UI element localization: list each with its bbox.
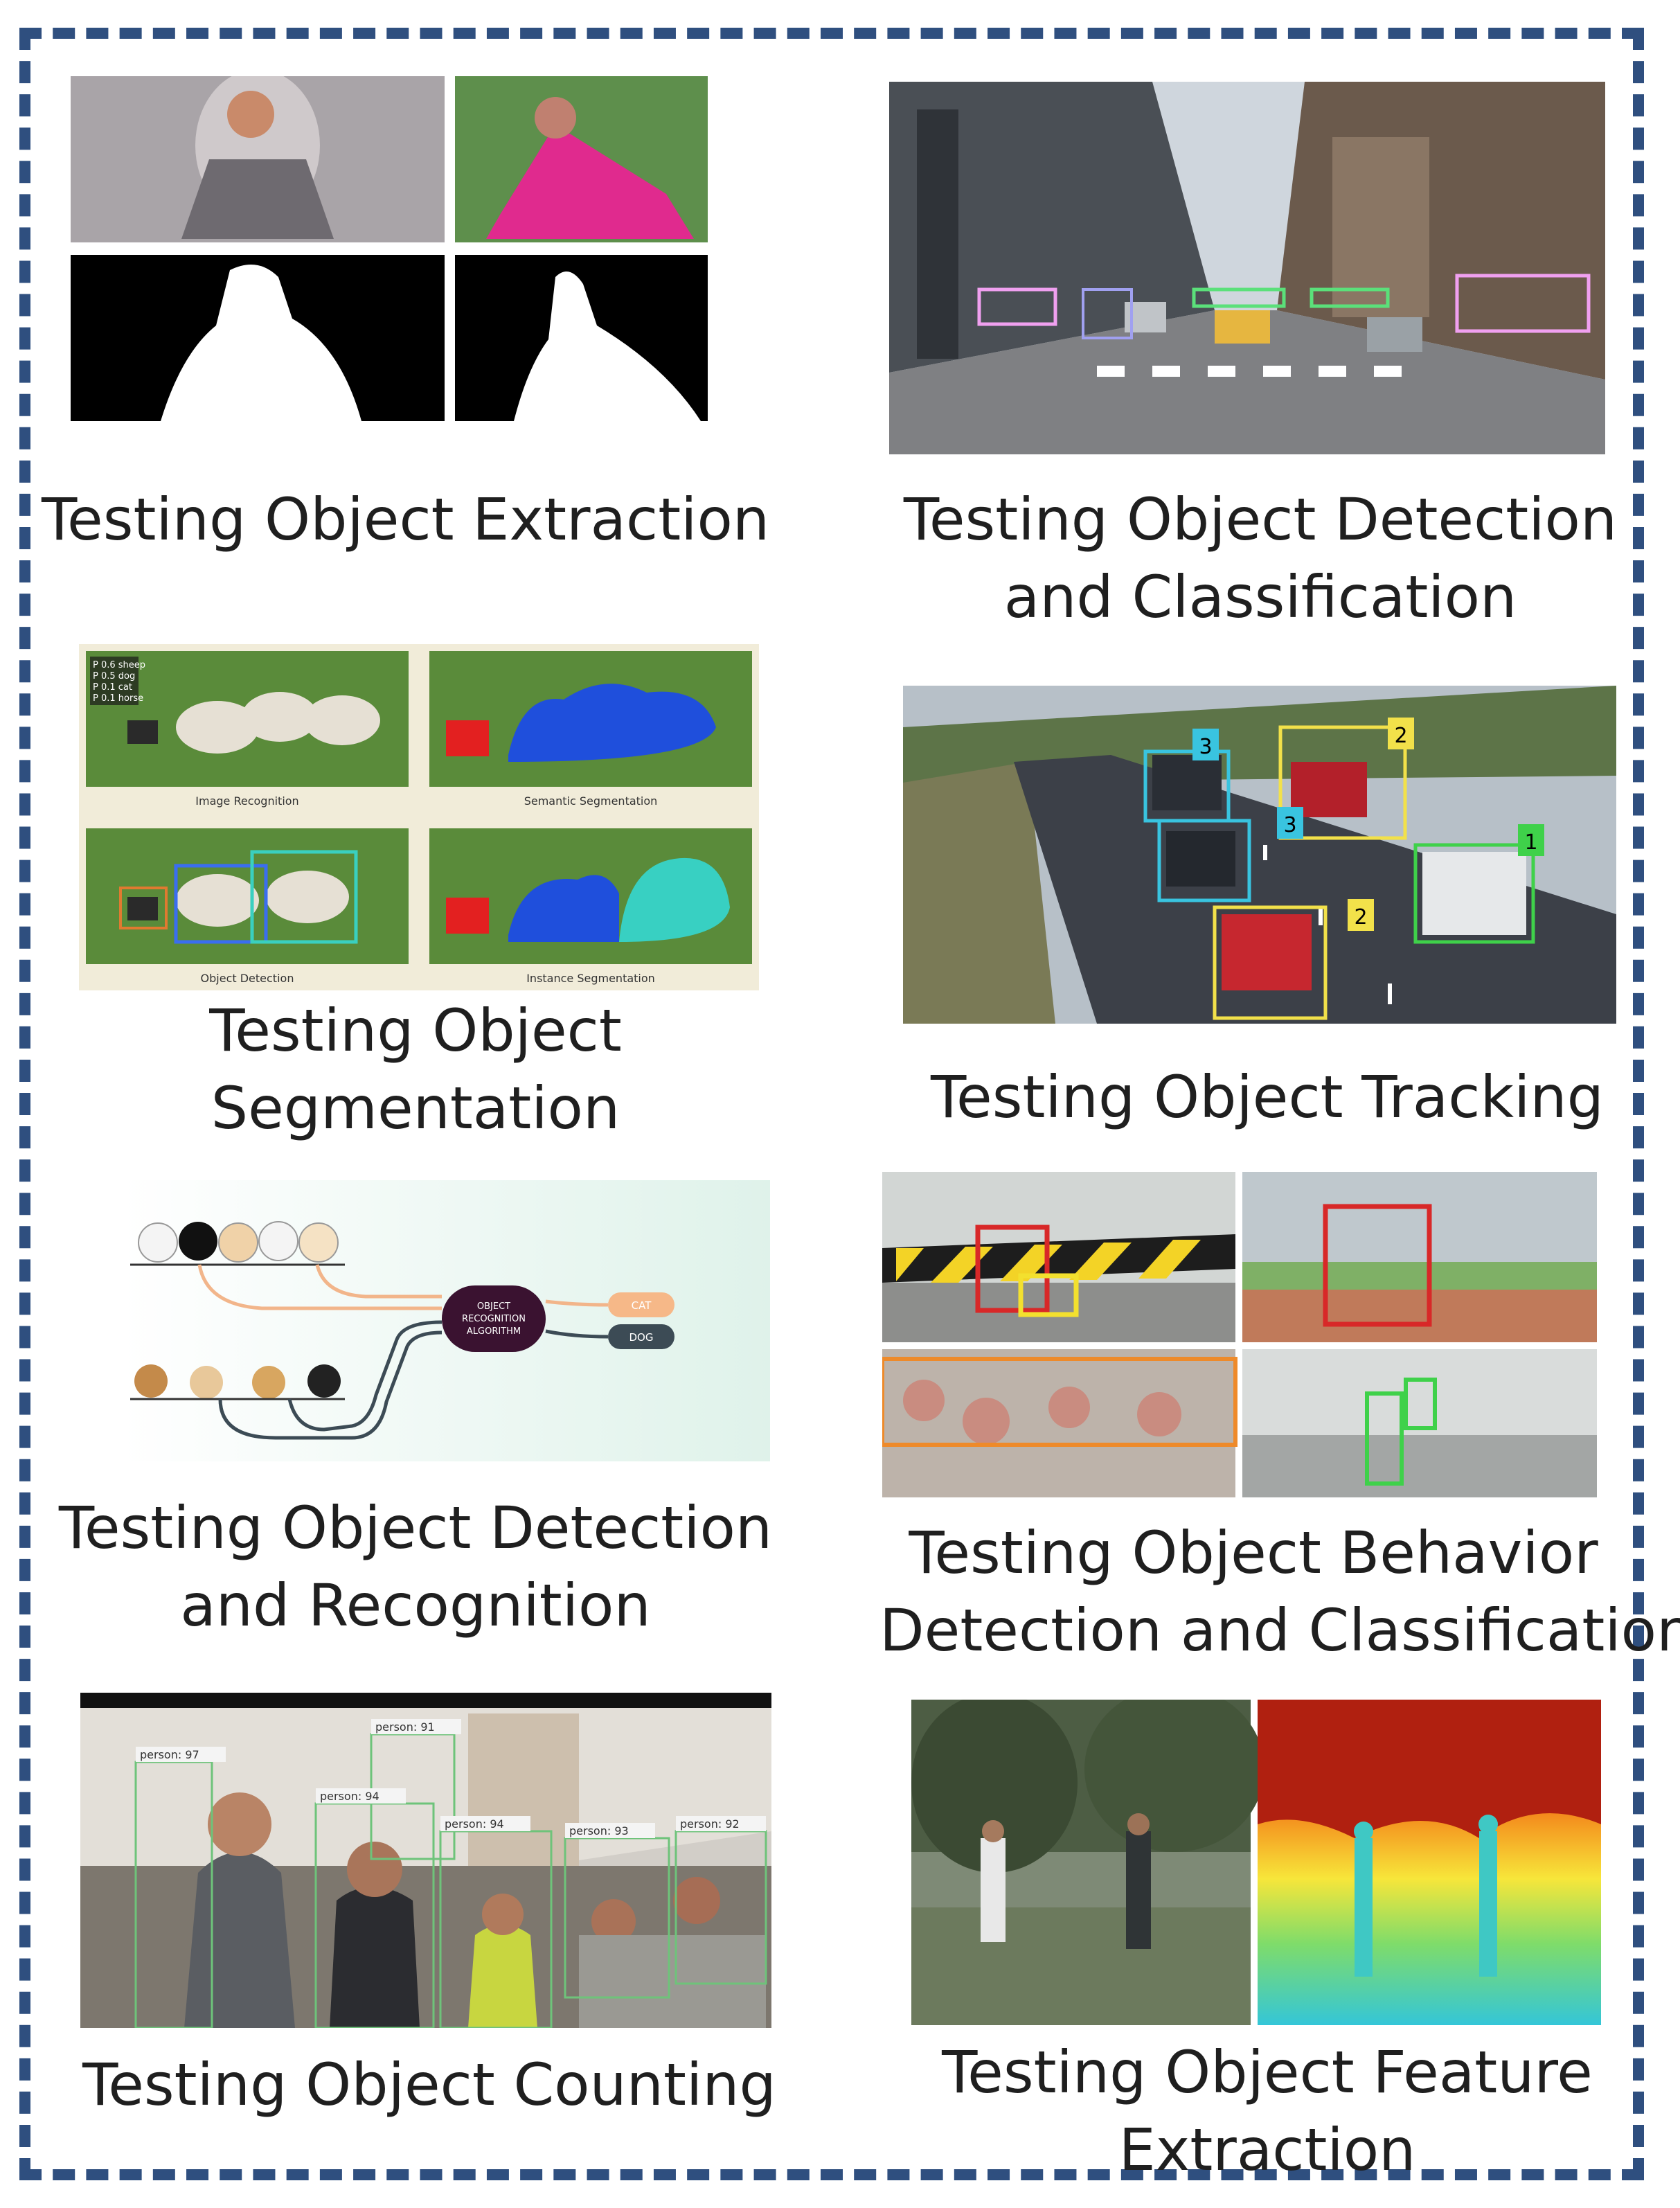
algo-label-1: OBJECT bbox=[477, 1301, 510, 1312]
count-box-4: person: 94 bbox=[445, 1817, 504, 1831]
track-id-1: 3 bbox=[1199, 735, 1212, 759]
track-id-5: 2 bbox=[1354, 905, 1367, 929]
caption-behavior-line2: Detection and Classification bbox=[879, 1596, 1680, 1664]
seg-legend-1: P 0.6 sheep bbox=[93, 660, 145, 670]
seg-label-semantic: Semantic Segmentation bbox=[524, 794, 658, 808]
recognition-image: OBJECT RECOGNITION ALGORITHM CAT DOG bbox=[123, 1180, 770, 1461]
caption-feature: Testing Object Feature Extraction bbox=[900, 2033, 1634, 2189]
count-box-5: person: 93 bbox=[569, 1824, 629, 1837]
extraction-image bbox=[71, 76, 708, 421]
caption-behavior: Testing Object Behavior Detection and Cl… bbox=[879, 1514, 1680, 1669]
behavior-image bbox=[882, 1172, 1597, 1497]
counting-image: person: 97 person: 91 person: 94 person:… bbox=[80, 1693, 771, 2028]
segmentation-image: P 0.6 sheep P 0.5 dog P 0.1 cat P 0.1 ho… bbox=[79, 644, 759, 990]
caption-extraction-text: Testing Object Extraction bbox=[42, 486, 770, 553]
seg-legend-4: P 0.1 horse bbox=[93, 693, 143, 704]
caption-detection-recognition: Testing Object Detection and Recognition bbox=[48, 1489, 783, 1644]
caption-extraction: Testing Object Extraction bbox=[42, 481, 769, 558]
caption-feature-line1: Testing Object Feature bbox=[942, 2038, 1593, 2106]
caption-feature-line2: Extraction bbox=[1118, 2116, 1416, 2184]
caption-counting-text: Testing Object Counting bbox=[82, 2051, 776, 2119]
seg-label-recognition: Image Recognition bbox=[195, 794, 298, 808]
caption-segmentation-line2: Segmentation bbox=[211, 1074, 620, 1142]
seg-label-detection: Object Detection bbox=[201, 972, 294, 985]
track-id-3: 3 bbox=[1283, 813, 1296, 837]
track-id-2: 2 bbox=[1394, 724, 1407, 748]
seg-legend-2: P 0.5 dog bbox=[93, 671, 135, 682]
caption-behavior-line1: Testing Object Behavior bbox=[909, 1519, 1598, 1587]
tracking-image: 3 2 3 1 2 bbox=[903, 686, 1616, 1024]
caption-detection-classification: Testing Object Detection and Classificat… bbox=[893, 481, 1627, 636]
count-box-3: person: 94 bbox=[320, 1790, 379, 1803]
detection-classification-image bbox=[889, 82, 1605, 454]
caption-segmentation: Testing Object Segmentation bbox=[48, 992, 783, 1147]
caption-tracking-text: Testing Object Tracking bbox=[931, 1063, 1604, 1131]
caption-segmentation-line1: Testing Object bbox=[209, 997, 622, 1065]
output-dog: DOG bbox=[629, 1331, 654, 1344]
seg-legend-3: P 0.1 cat bbox=[93, 682, 132, 693]
count-box-2: person: 91 bbox=[375, 1720, 435, 1734]
caption-tracking: Testing Object Tracking bbox=[900, 1058, 1634, 1136]
count-box-1: person: 97 bbox=[140, 1748, 199, 1761]
caption-counting: Testing Object Counting bbox=[62, 2046, 796, 2124]
caption-detection-recognition-line2: and Recognition bbox=[180, 1572, 651, 1639]
algo-label-3: ALGORITHM bbox=[467, 1326, 521, 1337]
dashed-border-frame bbox=[19, 28, 1644, 2180]
caption-detection-recognition-line1: Testing Object Detection bbox=[58, 1494, 773, 1562]
seg-label-instance: Instance Segmentation bbox=[526, 972, 655, 985]
count-box-6: person: 92 bbox=[680, 1817, 740, 1831]
caption-detection-classification-line1: Testing Object Detection bbox=[903, 486, 1618, 553]
feature-extraction-image bbox=[911, 1700, 1601, 2025]
track-id-4: 1 bbox=[1524, 830, 1537, 855]
caption-detection-classification-line2: and Classification bbox=[1003, 563, 1517, 631]
algo-label-2: RECOGNITION bbox=[462, 1314, 526, 1324]
output-cat: CAT bbox=[632, 1299, 652, 1312]
